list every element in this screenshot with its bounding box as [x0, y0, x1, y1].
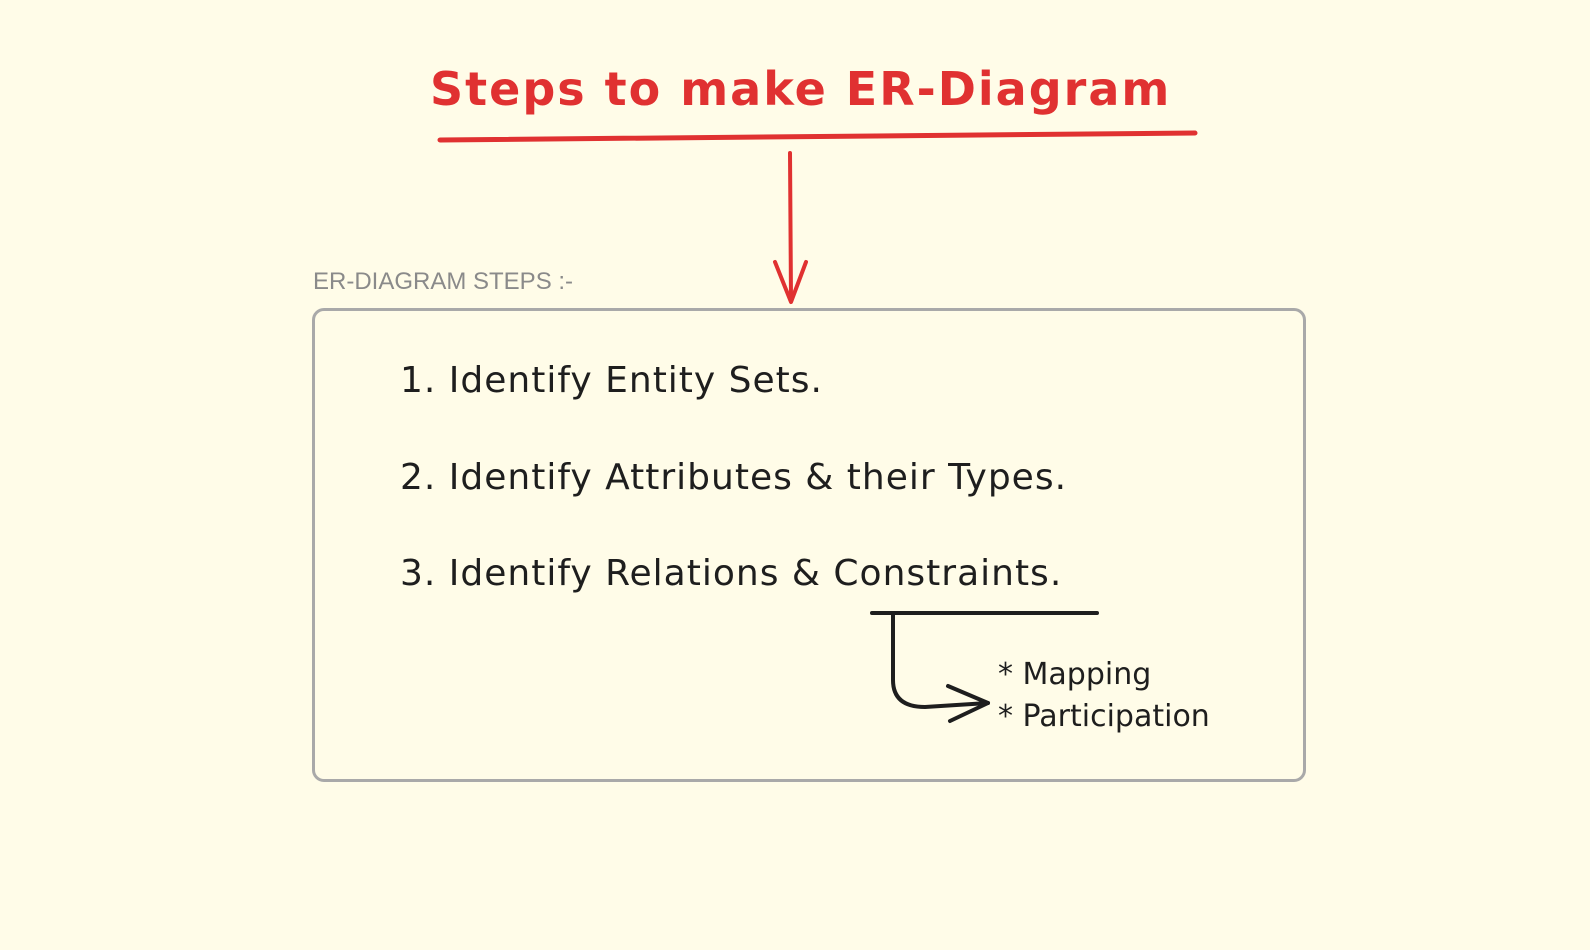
title-to-frame-arrow [788, 151, 793, 302]
steps-frame [312, 308, 1306, 782]
step-2: 2. Identify Attributes & their Types. [400, 457, 1068, 498]
title-underline [437, 130, 1198, 143]
title-to-frame-arrowhead [773, 260, 808, 304]
diagram-title: Steps to make ER-Diagram [430, 62, 1172, 116]
frame-label: ER-DIAGRAM STEPS :- [313, 268, 574, 295]
constraint-item-mapping: * Mapping [998, 657, 1152, 692]
step-1: 1. Identify Entity Sets. [400, 360, 823, 401]
step-3: 3. Identify Relations & Constraints. [400, 553, 1063, 594]
constraint-item-participation: * Participation [998, 699, 1210, 734]
